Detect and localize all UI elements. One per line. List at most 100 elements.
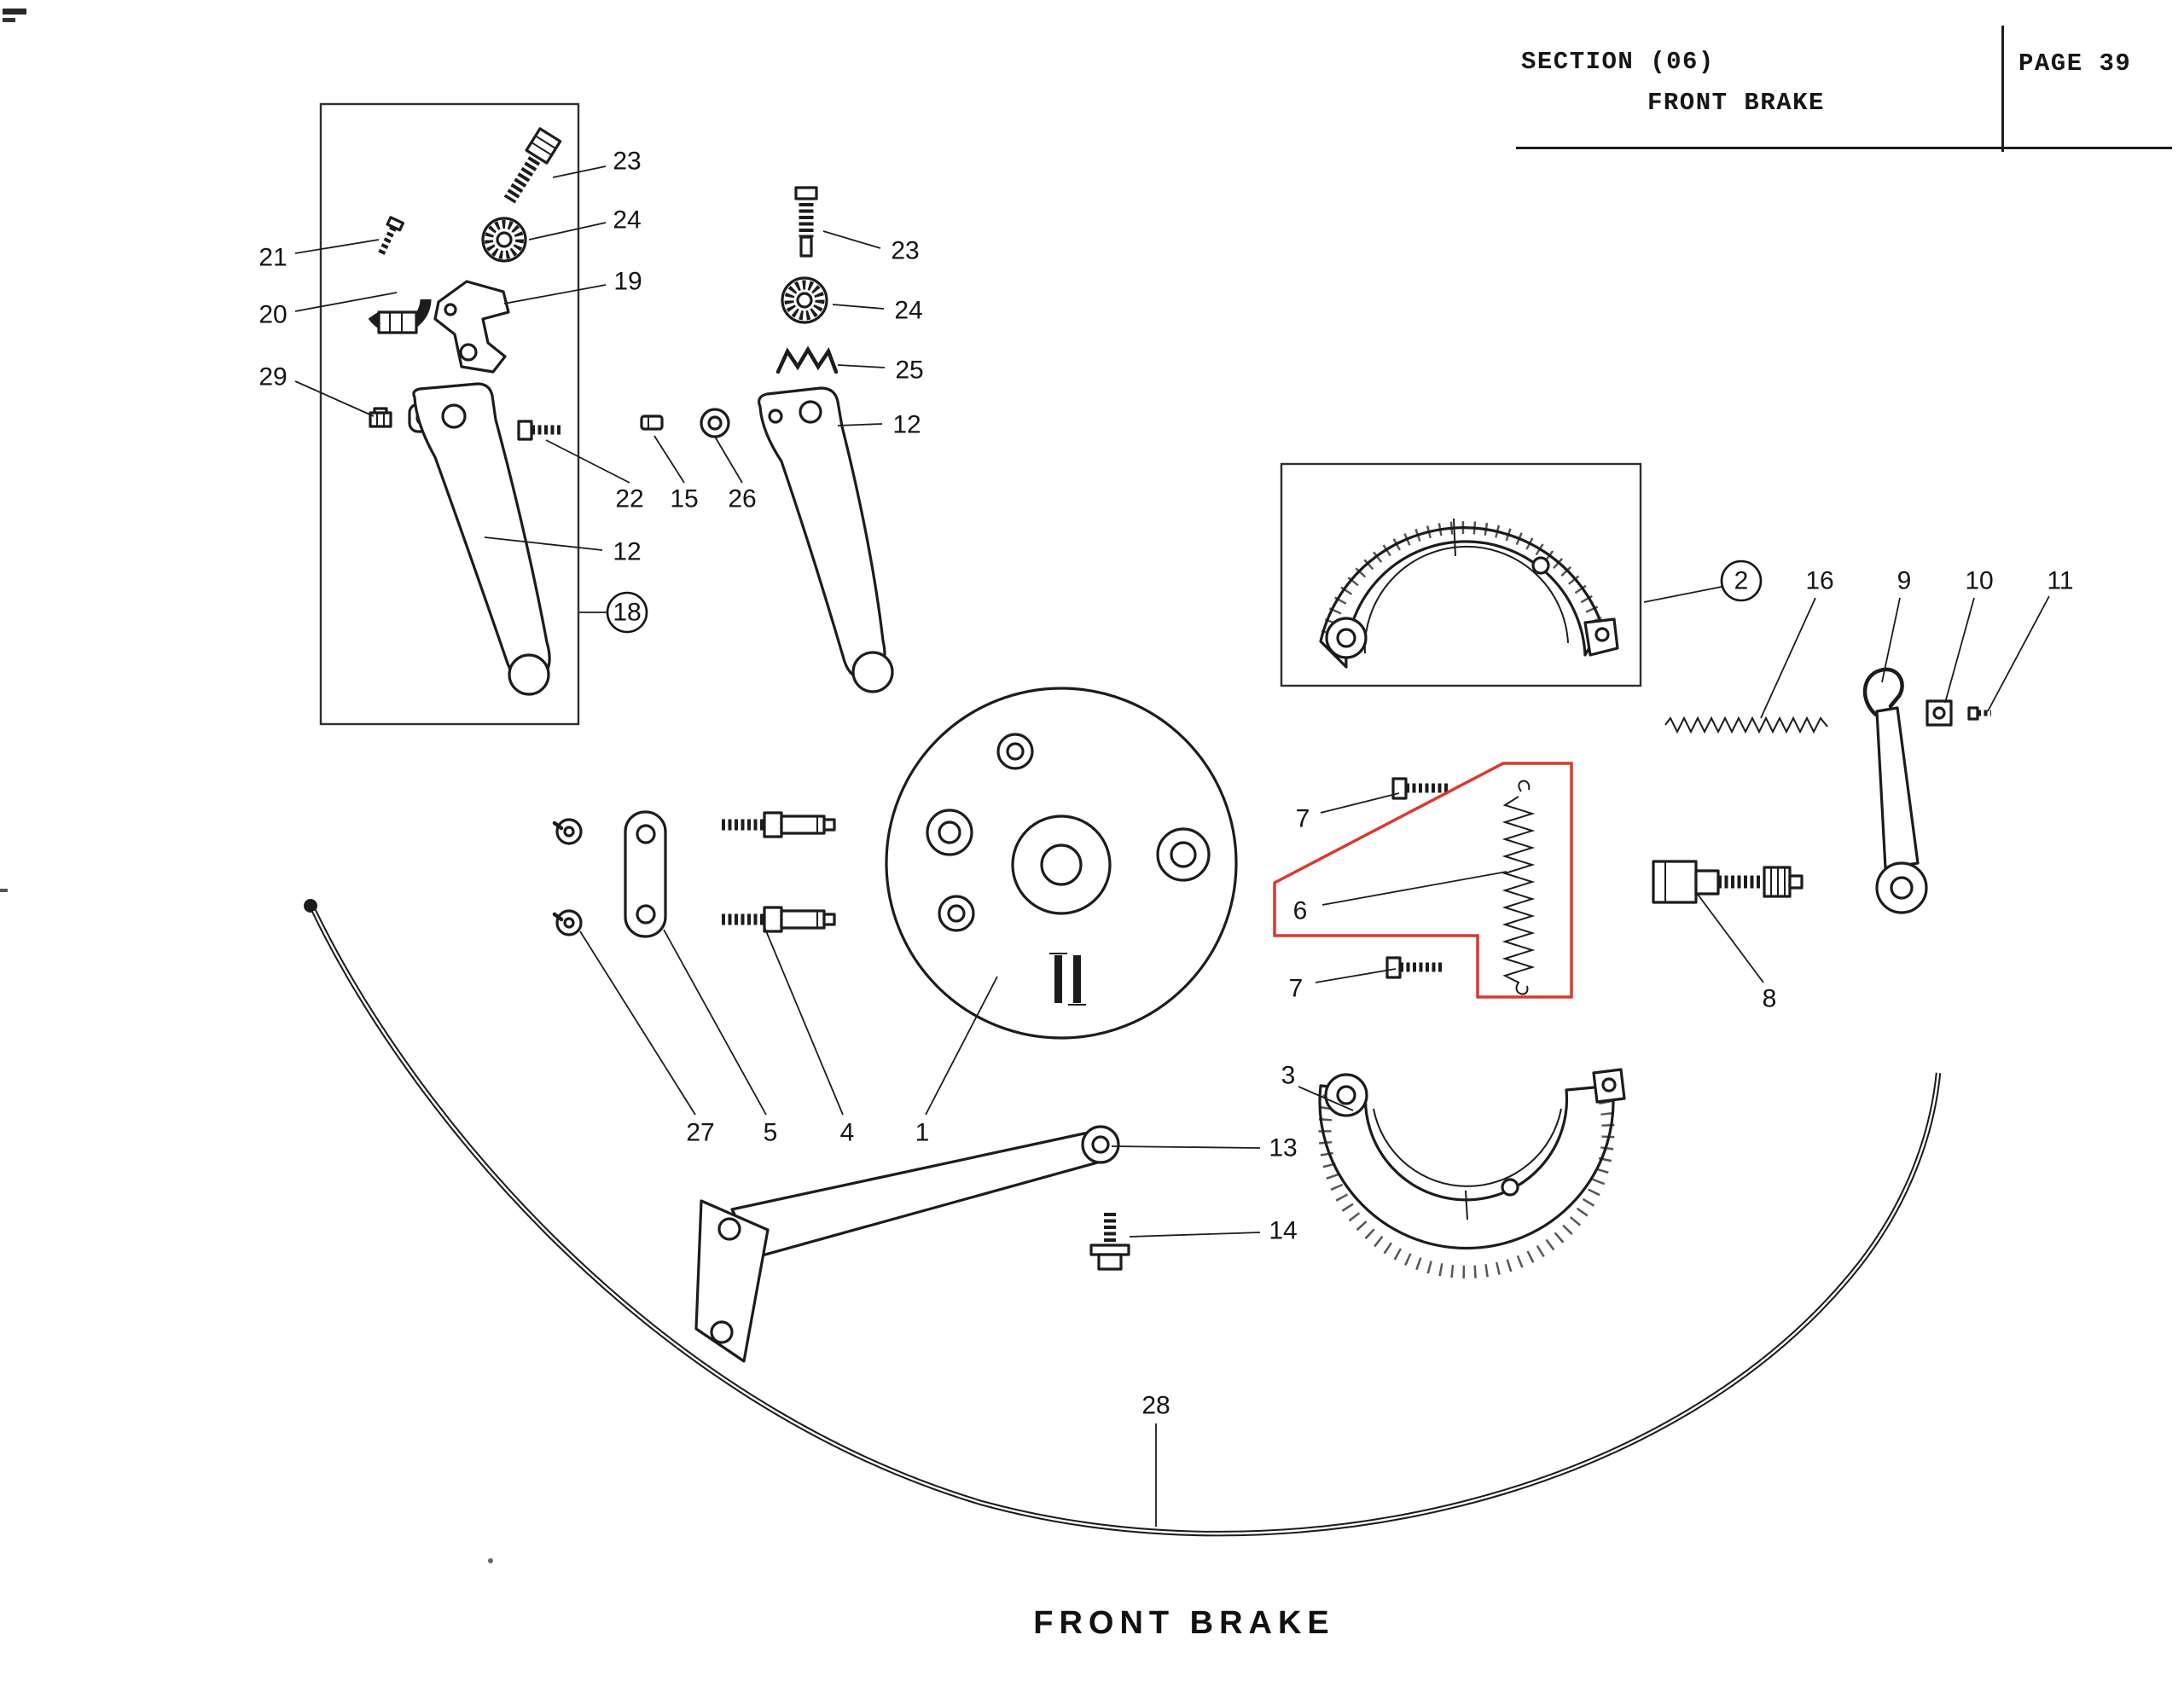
bolt-23-right-drawing (794, 186, 818, 258)
clip-25-drawing (775, 345, 839, 374)
leader-line-6-22 (545, 439, 630, 484)
callout-19-11: 11 (2047, 567, 2073, 595)
callout-25-13: 13 (1269, 1134, 1297, 1162)
leader-line-16-16 (1760, 597, 1816, 719)
leader-line-27-27 (579, 930, 696, 1116)
leader-line-21-6 (1321, 871, 1507, 906)
lever-12-right-drawing (758, 386, 894, 693)
callout-12-24: 24 (894, 297, 922, 325)
callout-11-23: 23 (891, 237, 919, 265)
spring-6-drawing (1502, 780, 1536, 995)
bolt-7-bottom-drawing (1385, 956, 1443, 979)
leader-line-9-12 (484, 536, 603, 551)
leader-line-8-26 (714, 436, 743, 484)
nut-24-right-drawing (781, 276, 828, 324)
callout-21-6: 6 (1293, 897, 1308, 925)
brake-shoe-2-drawing (1319, 518, 1619, 669)
lever-9-drawing (1862, 667, 1928, 914)
leader-line-20-7 (1320, 792, 1400, 814)
callout-2-21: 21 (258, 244, 287, 272)
pin-15-drawing (640, 415, 664, 431)
leader-line-2-21 (294, 239, 380, 254)
clip-27-top-drawing (552, 818, 583, 845)
screw-21-drawing (377, 216, 404, 258)
bolt-22-drawing (517, 420, 563, 441)
callout-30-1: 1 (915, 1119, 930, 1147)
scan-artifact (0, 9, 493, 1563)
leader-line-12-24 (832, 304, 885, 310)
leader-line-25-13 (1111, 1145, 1261, 1149)
leader-line-1-24 (528, 222, 607, 241)
leader-line-5-29 (294, 380, 375, 417)
callout-28-5: 5 (764, 1119, 778, 1147)
callout-9-12: 12 (613, 538, 641, 566)
leader-line-18-10 (1944, 597, 1975, 704)
callout-3-19: 19 (613, 268, 642, 296)
page-number: PAGE 39 (2018, 49, 2132, 78)
leader-line-23-8 (1695, 891, 1764, 983)
inset-box-18 (319, 102, 580, 726)
brake-cable-28-drawing (304, 899, 1942, 1537)
callout-circle-18 (606, 591, 648, 634)
callout-6-22: 22 (615, 485, 643, 513)
callout-20-7: 7 (1296, 805, 1310, 833)
leader-line-26-14 (1129, 1232, 1261, 1238)
leader-line-30-1 (925, 976, 998, 1116)
callout-23-8: 8 (1763, 985, 1777, 1013)
callout-8-26: 26 (728, 485, 756, 513)
callout-16-16: 16 (1805, 567, 1833, 595)
backing-plate-1-drawing (885, 687, 1238, 1040)
callout-13-25: 25 (895, 357, 923, 385)
callout-7-15: 15 (670, 485, 698, 513)
leader-line-4-20 (294, 292, 398, 312)
bolt-23-left-drawing (503, 127, 562, 204)
clip-27-bottom-drawing (552, 909, 583, 936)
callout-29-4: 4 (840, 1119, 855, 1147)
washer-26-drawing (700, 408, 730, 438)
nut-29-drawing (369, 407, 392, 428)
callout-4-20: 20 (258, 301, 287, 329)
callout-18-10: 10 (1965, 567, 1993, 595)
bolt-14-drawing (1089, 1213, 1130, 1271)
callout-17-9: 9 (1897, 567, 1912, 595)
leader-line-14-12 (837, 423, 883, 426)
leader-line-15-2 (1643, 586, 1722, 603)
brake-arm-13-drawing (694, 1125, 1120, 1363)
fitting-10-drawing (1926, 699, 1953, 727)
leader-line-3-19 (503, 284, 607, 304)
leader-line-17-9 (1881, 597, 1901, 683)
pin-11-drawing (1967, 706, 1991, 721)
callout-1-24: 24 (613, 206, 641, 235)
bracket-19-drawing (433, 280, 510, 374)
plate-stamp-mark (1049, 953, 1086, 1006)
callout-15-2: 2 (1734, 567, 1749, 595)
leader-line-22-7 (1315, 968, 1397, 983)
nut-24-left-drawing (481, 217, 527, 263)
leader-line-24-3 (1298, 1086, 1354, 1111)
callout-22-7: 7 (1289, 975, 1304, 1003)
link-5-drawing (624, 810, 667, 938)
leader-line-29-4 (764, 926, 844, 1116)
callout-5-29: 29 (258, 363, 287, 391)
header-vertical-rule (2001, 26, 2004, 152)
highlight-outline (1273, 762, 1573, 999)
adjuster-4-bottom-drawing (722, 906, 836, 933)
callout-10-18: 18 (613, 599, 641, 627)
lever-12-left-drawing (408, 382, 551, 696)
clamp-20-drawing (368, 299, 432, 334)
callout-0-23: 23 (613, 148, 641, 176)
callout-24-3: 3 (1281, 1062, 1296, 1090)
adjuster-8-drawing (1652, 860, 1804, 904)
leader-line-13-25 (837, 364, 886, 368)
leader-line-0-23 (552, 165, 607, 178)
section-label: SECTION (06) (1521, 48, 1715, 76)
section-name: FRONT BRAKE (1647, 89, 1825, 117)
spring-16-drawing (1664, 716, 1828, 734)
callout-26-14: 14 (1269, 1217, 1297, 1245)
leader-line-11-23 (822, 230, 881, 249)
leader-line-19-11 (1987, 595, 2050, 712)
callout-27-27: 27 (686, 1119, 714, 1147)
